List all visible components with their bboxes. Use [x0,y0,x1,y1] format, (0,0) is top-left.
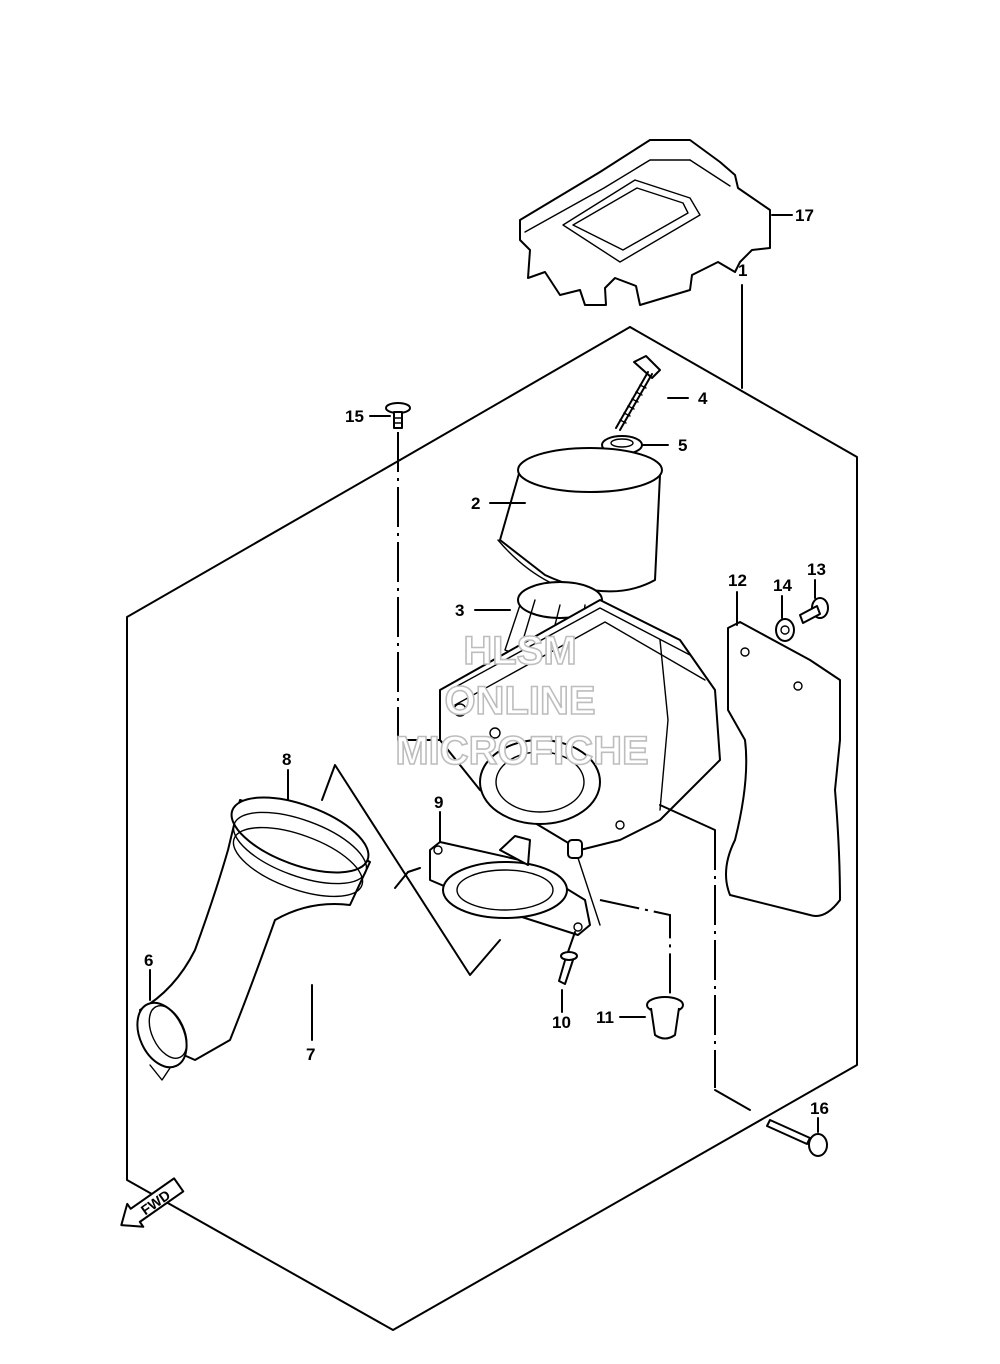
label-part-14[interactable]: 14 [773,576,792,595]
fwd-arrow-icon: FWD [120,1177,185,1228]
label-part-9[interactable]: 9 [434,793,443,812]
part-16-guide [659,804,751,1111]
part-14-nut[interactable] [775,618,795,642]
label-part-8[interactable]: 8 [282,750,291,769]
part-4-wing-bolt[interactable] [615,355,661,431]
label-part-1[interactable]: 1 [738,261,747,280]
part-15-screw[interactable] [385,402,411,429]
leader-lines [149,214,819,1133]
watermark-line-2: ONLINE [444,679,595,723]
label-part-6[interactable]: 6 [144,951,153,970]
part-10-screw[interactable] [558,951,578,985]
part-2-filter-element[interactable] [497,447,663,599]
part-16-bolt[interactable] [766,1119,828,1157]
label-part-10[interactable]: 10 [552,1013,571,1032]
watermark-line-1: HLSM [463,629,576,673]
part-9-intake-adaptor[interactable] [429,835,591,936]
part-13-bolt[interactable] [799,597,829,624]
part-6-hose-clamp[interactable] [128,995,197,1081]
part-11-grommet[interactable] [646,996,684,1040]
part-10-guide [567,931,576,953]
label-part-13[interactable]: 13 [807,560,826,579]
air-cleaner-case[interactable] [439,599,721,851]
label-part-17[interactable]: 17 [795,206,814,225]
assembly-outline [126,326,858,1331]
part-12-duct-bracket[interactable] [725,621,841,917]
label-part-16[interactable]: 16 [810,1099,829,1118]
label-part-4[interactable]: 4 [698,389,708,408]
label-part-7[interactable]: 7 [306,1045,315,1064]
drain-nipple [567,839,601,926]
watermark-line-3: MICROFICHE [395,729,648,773]
label-part-12[interactable]: 12 [728,571,747,590]
part-8-guide-lines [321,764,501,976]
label-part-2[interactable]: 2 [471,494,480,513]
label-part-15[interactable]: 15 [345,407,364,426]
part-17-top-cover[interactable] [519,139,771,306]
label-part-5[interactable]: 5 [678,436,687,455]
label-part-11[interactable]: 11 [596,1008,614,1027]
watermark: HLSM ONLINE MICROFICHE [395,628,650,774]
label-part-3[interactable]: 3 [455,601,464,620]
part-11-guide [599,899,671,995]
part-8-intake-duct[interactable] [139,782,378,1061]
